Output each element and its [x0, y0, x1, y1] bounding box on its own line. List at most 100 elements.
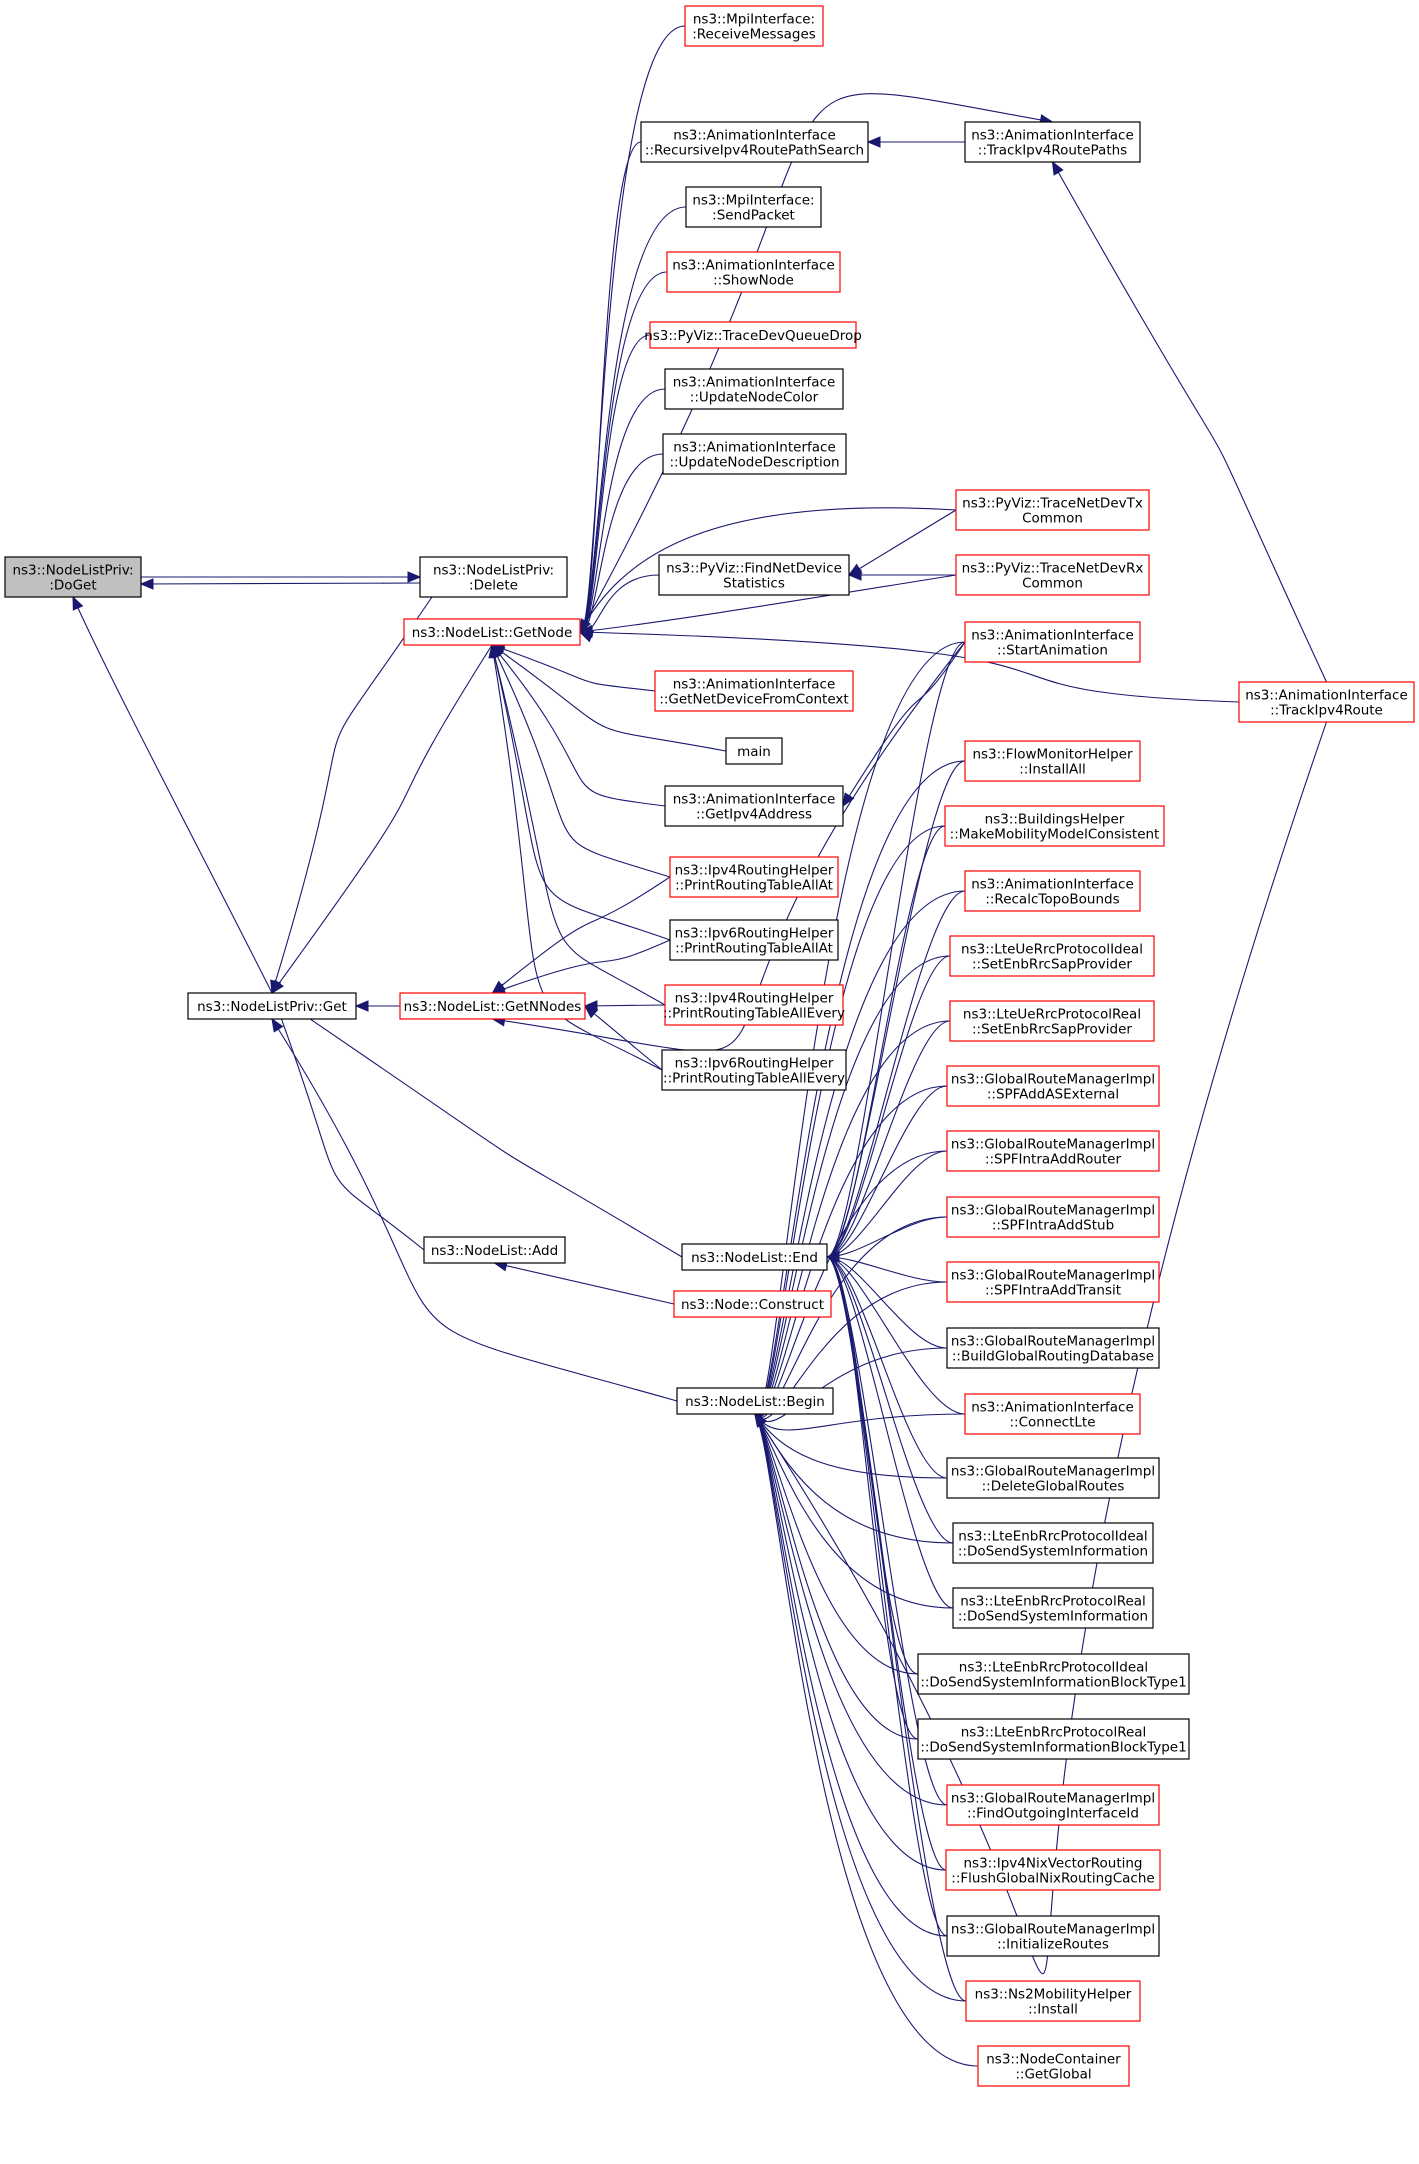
edge-ipv6every-to-getnnodes-arrowhead [584, 1005, 599, 1019]
node-box [4, 556, 142, 598]
node-label-line: ::DoSendSystemInformationBlockType1 [920, 1740, 1186, 1756]
node-begin[interactable]: ns3::NodeList::Begin [676, 1387, 834, 1415]
call-nodes: ns3::NodeListPriv::DoGetns3::NodeListPri… [4, 5, 1415, 2087]
node-ipv4every[interactable]: ns3::Ipv4RoutingHelper::PrintRoutingTabl… [663, 984, 845, 1026]
node-recalc[interactable]: ns3::AnimationInterface::RecalcTopoBound… [964, 870, 1141, 912]
node-recvmsg[interactable]: ns3::MpiInterface::ReceiveMessages [684, 5, 824, 47]
edge-trackroute-to-getnode-arrowhead [578, 626, 593, 639]
node-box [946, 1784, 1160, 1826]
node-getnode[interactable]: ns3::NodeList::GetNode [403, 618, 581, 646]
node-box [949, 1000, 1155, 1042]
node-deleteroutes[interactable]: ns3::GlobalRouteManagerImpl::DeleteGloba… [946, 1457, 1160, 1499]
node-trackroute[interactable]: ns3::AnimationInterface::TrackIpv4Route [1238, 681, 1415, 723]
edge-ipv6at-to-getnode [491, 644, 671, 941]
node-ipv4at[interactable]: ns3::Ipv4RoutingHelper::PrintRoutingTabl… [669, 856, 839, 898]
node-box [946, 1327, 1160, 1369]
node-enbreal[interactable]: ns3::LteEnbRrcProtocolReal::DoSendSystem… [952, 1587, 1154, 1629]
node-label-line: ns3::PyViz::FindNetDevice [666, 561, 842, 577]
node-spfrouter[interactable]: ns3::GlobalRouteManagerImpl::SPFIntraAdd… [946, 1130, 1160, 1172]
node-getglobal[interactable]: ns3::NodeContainer::GetGlobal [977, 2045, 1130, 2087]
node-box [965, 1980, 1141, 2022]
node-box [669, 919, 839, 961]
node-label-line: :Delete [469, 578, 518, 594]
node-get[interactable]: ns3::NodeListPriv::Get [187, 992, 357, 1020]
node-getipv4[interactable]: ns3::AnimationInterface::GetIpv4Address [664, 785, 844, 827]
edge-connectlte-to-end [826, 1256, 966, 1415]
node-add[interactable]: ns3::NodeList::Add [423, 1236, 566, 1264]
edge-spfase-to-end [826, 1085, 948, 1258]
edge-buildings-to-end [826, 825, 946, 1258]
node-updatedesc[interactable]: ns3::AnimationInterface::UpdateNodeDescr… [662, 433, 847, 475]
node-lteueideal[interactable]: ns3::LteUeRrcProtocolIdeal::SetEnbRrcSap… [949, 935, 1155, 977]
node-box [952, 1587, 1154, 1629]
node-label-line: ::UpdateNodeColor [690, 390, 819, 406]
node-sendpacket[interactable]: ns3::MpiInterface::SendPacket [685, 186, 822, 228]
node-label-line: ns3::PyViz::TraceNetDevRx [962, 561, 1144, 577]
node-delete[interactable]: ns3::NodeListPriv::Delete [419, 556, 568, 598]
node-box [676, 1387, 834, 1415]
edge-trackroute-to-trackpaths [1052, 161, 1327, 683]
edge-getglobal-to-begin [754, 1413, 979, 2067]
node-label-line: ns3::Node::Construct [681, 1297, 824, 1313]
node-getnetdev[interactable]: ns3::AnimationInterface::GetNetDeviceFro… [654, 670, 854, 712]
node-recursive[interactable]: ns3::AnimationInterface::RecursiveIpv4Ro… [640, 121, 869, 163]
node-updatecolor[interactable]: ns3::AnimationInterface::UpdateNodeColor [664, 368, 844, 410]
node-getnnodes[interactable]: ns3::NodeList::GetNNodes [399, 992, 586, 1020]
node-flowmon[interactable]: ns3::FlowMonitorHelper::InstallAll [964, 740, 1141, 782]
node-box [964, 1393, 1141, 1435]
node-flushnix[interactable]: ns3::Ipv4NixVectorRouting::FlushGlobalNi… [945, 1849, 1161, 1891]
node-box [664, 368, 844, 410]
node-label-line: ns3::BuildingsHelper [985, 812, 1125, 828]
edge-delete-to-get [271, 596, 433, 994]
node-label-line: ::FindOutgoingInterfaceId [967, 1806, 1139, 1822]
node-ns2install[interactable]: ns3::Ns2MobilityHelper::Install [965, 1980, 1141, 2022]
node-label-line: ns3::LteEnbRrcProtocolReal [960, 1594, 1146, 1610]
edge-getnode-to-trackpaths [579, 93, 1053, 633]
node-enbidealb1[interactable]: ns3::LteEnbRrcProtocolIdeal::DoSendSyste… [917, 1653, 1190, 1695]
node-ipv6at[interactable]: ns3::Ipv6RoutingHelper::PrintRoutingTabl… [669, 919, 839, 961]
node-connectlte[interactable]: ns3::AnimationInterface::ConnectLte [964, 1393, 1141, 1435]
node-tracedevq[interactable]: ns3::PyViz::TraceDevQueueDrop [644, 321, 862, 349]
node-spfstub[interactable]: ns3::GlobalRouteManagerImpl::SPFIntraAdd… [946, 1196, 1160, 1238]
node-buildings[interactable]: ns3::BuildingsHelper::MakeMobilityModelC… [944, 805, 1165, 847]
edge-main-to-getnode [491, 644, 727, 752]
node-spftransit[interactable]: ns3::GlobalRouteManagerImpl::SPFIntraAdd… [946, 1261, 1160, 1303]
node-label-line: :DoGet [49, 578, 96, 594]
node-ltuereal[interactable]: ns3::LteUeRrcProtocolReal::SetEnbRrcSapP… [949, 1000, 1155, 1042]
node-findoutgoing[interactable]: ns3::GlobalRouteManagerImpl::FindOutgoin… [946, 1784, 1160, 1826]
node-box [673, 1290, 832, 1318]
node-box [946, 1915, 1160, 1957]
node-box [399, 992, 586, 1020]
node-label-line: ::FlushGlobalNixRoutingCache [951, 1871, 1154, 1887]
node-label-line: ::UpdateNodeDescription [669, 455, 839, 471]
node-initroutes[interactable]: ns3::GlobalRouteManagerImpl::InitializeR… [946, 1915, 1160, 1957]
node-shownode[interactable]: ns3::AnimationInterface::ShowNode [666, 251, 841, 293]
edge-ns2install-to-begin [754, 1413, 967, 2002]
node-label-line: ::RecursiveIpv4RoutePathSearch [645, 143, 864, 159]
node-label-line: ::RecalcTopoBounds [985, 892, 1119, 908]
node-box [419, 556, 568, 598]
node-box [725, 737, 783, 765]
node-label-line: ns3::NodeContainer [986, 2052, 1121, 2068]
edge-recalc-to-end [826, 890, 966, 1258]
node-startanim[interactable]: ns3::AnimationInterface::StartAnimation [964, 621, 1141, 663]
node-construct[interactable]: ns3::Node::Construct [673, 1290, 832, 1318]
node-doget[interactable]: ns3::NodeListPriv::DoGet [4, 556, 142, 598]
node-box [946, 1130, 1160, 1172]
edge-delete-to-doget [140, 582, 421, 585]
node-builddb[interactable]: ns3::GlobalRouteManagerImpl::BuildGlobal… [946, 1327, 1160, 1369]
node-ipv6every[interactable]: ns3::Ipv6RoutingHelper::PrintRoutingTabl… [661, 1049, 847, 1091]
node-box [664, 984, 844, 1026]
node-main[interactable]: main [725, 737, 783, 765]
node-spfase[interactable]: ns3::GlobalRouteManagerImpl::SPFAddASExt… [946, 1065, 1160, 1107]
node-trackpaths[interactable]: ns3::AnimationInterface::TrackIpv4RouteP… [964, 121, 1141, 163]
node-enbrealb1[interactable]: ns3::LteEnbRrcProtocolReal::DoSendSystem… [917, 1718, 1190, 1760]
node-label-line: ::DoSendSystemInformation [958, 1544, 1148, 1560]
edge-enbideal-to-begin [754, 1413, 954, 1544]
node-box [662, 433, 847, 475]
node-end[interactable]: ns3::NodeList::End [681, 1243, 828, 1271]
node-enbideal[interactable]: ns3::LteEnbRrcProtocolIdeal::DoSendSyste… [952, 1522, 1154, 1564]
